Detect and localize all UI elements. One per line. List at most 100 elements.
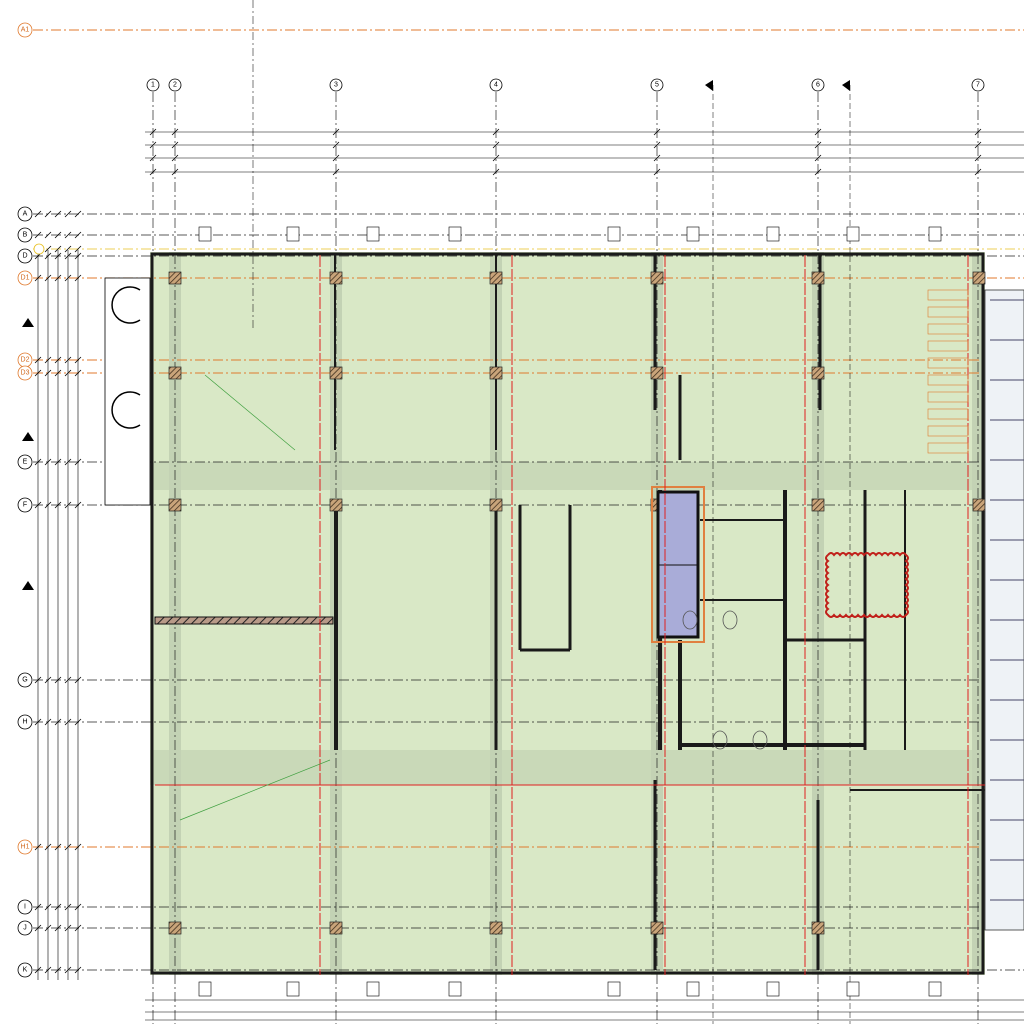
elevator-outline	[651, 486, 705, 643]
dimension-tick	[34, 903, 42, 911]
dimension-tick	[814, 128, 822, 136]
dimension-tick	[74, 501, 82, 509]
structural-column	[329, 366, 343, 380]
dimension-tick	[653, 128, 661, 136]
orange-tag	[927, 357, 969, 369]
orange-tag	[927, 306, 969, 318]
dimension-tick	[74, 718, 82, 726]
grid-label-D2: D2	[21, 357, 30, 364]
grid-bubble-4	[489, 78, 503, 92]
dimension-tick	[34, 966, 42, 974]
window-tag	[766, 226, 780, 242]
dimension-tick	[974, 141, 982, 149]
dimension-tick	[54, 676, 62, 684]
structural-column	[168, 921, 182, 935]
grid-bubble-2	[168, 78, 182, 92]
dimension-tick	[34, 718, 42, 726]
grid-label-5: 5	[655, 82, 659, 89]
annotation-leader	[204, 374, 296, 451]
grid-bubble-7	[971, 78, 985, 92]
dimension-tick	[74, 369, 82, 377]
grid-label-A1: A1	[21, 27, 30, 34]
dimension-tick	[171, 128, 179, 136]
window-tag	[286, 226, 300, 242]
structural-column	[650, 366, 664, 380]
dimension-tick	[492, 128, 500, 136]
toilet-icon	[682, 610, 698, 630]
structural-column	[329, 921, 343, 935]
dimension-tick	[34, 231, 42, 239]
grid-bubble-6	[811, 78, 825, 92]
dimension-tick	[44, 966, 52, 974]
toilet-icon	[712, 730, 728, 750]
dimension-tick	[44, 210, 52, 218]
dimension-tick	[74, 676, 82, 684]
dimension-tick	[74, 924, 82, 932]
dimension-tick	[171, 154, 179, 162]
dimension-tick	[64, 718, 72, 726]
dimension-tick	[44, 903, 52, 911]
grid-label-K: K	[23, 967, 28, 974]
corridor	[150, 750, 985, 785]
window-tag	[286, 981, 300, 997]
toilet-icon	[722, 610, 738, 630]
dimension-tick	[814, 141, 822, 149]
dimension-tick	[54, 924, 62, 932]
dimension-tick	[34, 274, 42, 282]
dimension-tick	[332, 168, 340, 176]
revision-lines	[155, 255, 985, 975]
dimension-tick	[64, 501, 72, 509]
dimension-tick	[974, 128, 982, 136]
dimension-tick	[44, 458, 52, 466]
dimension-tick	[44, 718, 52, 726]
structural-column	[489, 921, 503, 935]
grid-label-H1: H1	[21, 844, 30, 851]
facade-zone	[984, 289, 1024, 931]
grid-bubble-F	[17, 497, 33, 513]
dimension-tick	[814, 154, 822, 162]
grid-label-6: 6	[816, 82, 820, 89]
window-tag	[607, 226, 621, 242]
window-tag	[366, 981, 380, 997]
dimension-tick	[54, 252, 62, 260]
grid-label-G: G	[22, 677, 27, 684]
orange-tag	[927, 408, 969, 420]
structural-column	[811, 921, 825, 935]
dimension-tick	[54, 458, 62, 466]
window-tag	[846, 226, 860, 242]
corridor	[150, 462, 985, 490]
dimension-tick	[54, 903, 62, 911]
dimension-tick	[74, 252, 82, 260]
structural-column	[489, 498, 503, 512]
dimension-tick	[54, 274, 62, 282]
dimension-tick	[54, 356, 62, 364]
structural-column	[972, 498, 986, 512]
grid-label-3: 3	[334, 82, 338, 89]
grid-bubble-H	[17, 714, 33, 730]
walls	[104, 252, 1024, 975]
hatched-wall	[154, 616, 334, 625]
structural-column	[650, 271, 664, 285]
grid-label-H: H	[22, 719, 27, 726]
dimension-tick	[54, 843, 62, 851]
grid-bubble-J	[17, 920, 33, 936]
dimension-tick	[64, 231, 72, 239]
grid-bubble-C	[33, 243, 45, 255]
dimension-tick	[44, 231, 52, 239]
dimension-tick	[64, 252, 72, 260]
dimension-tick	[149, 141, 157, 149]
grid-bubble-D1	[17, 270, 33, 286]
grid-bubble-A1	[17, 22, 33, 38]
dimension-tick	[34, 924, 42, 932]
dimension-tick	[54, 231, 62, 239]
grid-bubble-I	[17, 899, 33, 915]
window-tag	[198, 226, 212, 242]
dimension-tick	[492, 141, 500, 149]
dimension-tick	[44, 676, 52, 684]
dimension-tick	[44, 245, 52, 253]
dimension-tick	[332, 128, 340, 136]
dimension-tick	[149, 154, 157, 162]
window-tag	[846, 981, 860, 997]
